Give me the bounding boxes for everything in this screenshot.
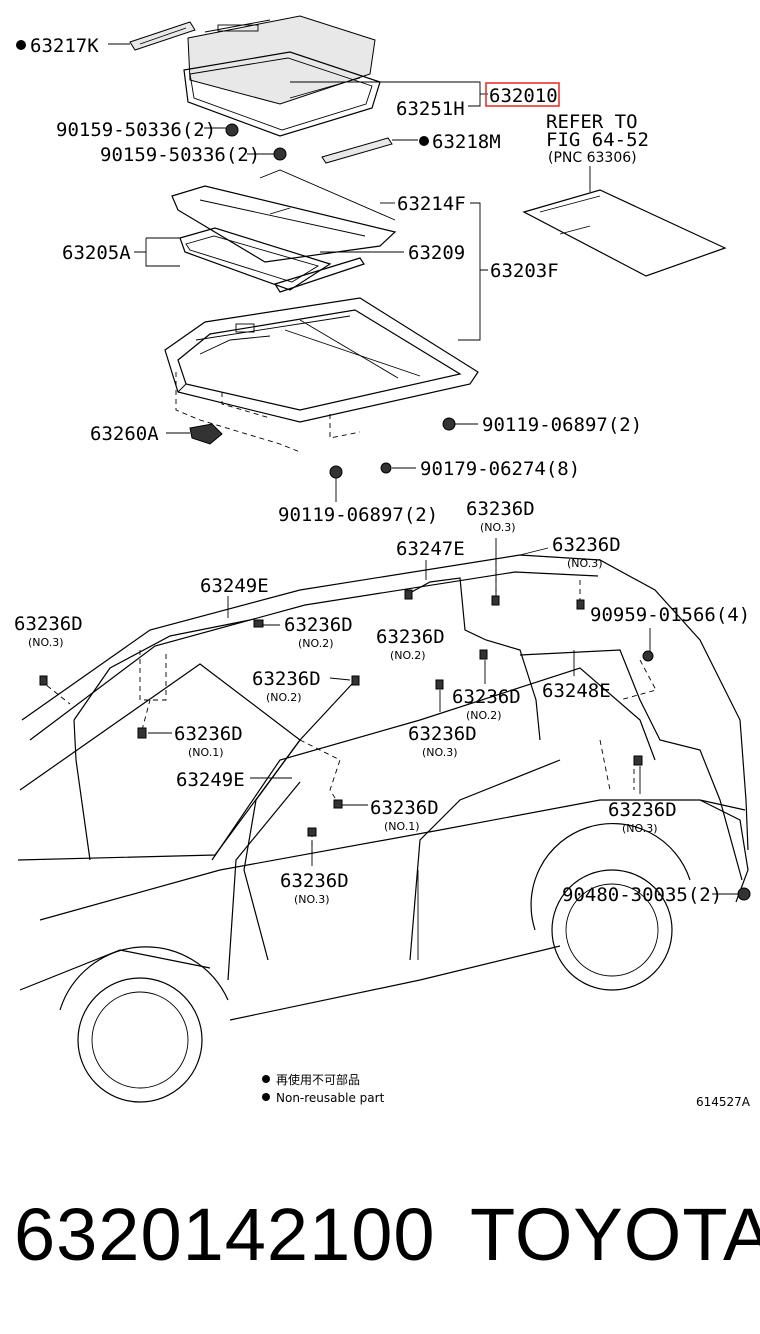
label-63217K: 63217K bbox=[30, 35, 99, 57]
legend-note-jp: 再使用不可部品 bbox=[276, 1072, 360, 1087]
sunroof-motor bbox=[189, 423, 223, 445]
vehicle-outline bbox=[17, 554, 749, 1103]
parts-diagram: 63217K 632010 63251H 90159-50336(2) 9015… bbox=[14, 15, 751, 1109]
front-deflector-strip bbox=[129, 21, 196, 51]
rail-assembly bbox=[274, 257, 365, 293]
label-63236D-topr: 63236D bbox=[552, 534, 621, 556]
bolt-icon-lower bbox=[329, 465, 343, 479]
label-90159-b: 90159-50336(2) bbox=[100, 144, 260, 166]
label-63247E: 63247E bbox=[396, 538, 465, 560]
label-632010: 632010 bbox=[489, 85, 558, 107]
label-63248E: 63248E bbox=[542, 680, 611, 702]
label-90179: 90179-06274(8) bbox=[420, 458, 580, 480]
brand-name: TOYOTA bbox=[470, 1193, 760, 1276]
drain-hose-front-right bbox=[243, 683, 353, 961]
label-63236D-h-sub: (NO.3) bbox=[294, 893, 330, 906]
label-63249E-mid: 63249E bbox=[176, 769, 245, 791]
label-63205A: 63205A bbox=[62, 242, 131, 264]
bolt-icon bbox=[442, 417, 456, 431]
label-90959: 90959-01566(4) bbox=[590, 604, 750, 626]
label-63260A: 63260A bbox=[90, 423, 159, 445]
drain-frame bbox=[179, 227, 332, 291]
roof-headliner-ref bbox=[522, 189, 727, 277]
footer: 6320142100 TOYOTA bbox=[0, 1190, 760, 1280]
drain-hose-rear-right bbox=[519, 649, 743, 881]
figure-id: 614527A bbox=[696, 1095, 751, 1109]
rear-trim-strip bbox=[321, 137, 393, 164]
non-reusable-dot bbox=[16, 40, 26, 50]
label-63236D-g-sub: (NO.1) bbox=[384, 820, 420, 833]
label-63218M: 63218M bbox=[432, 131, 501, 153]
label-63236D-top-sub: (NO.3) bbox=[480, 521, 516, 534]
label-90159-a: 90159-50336(2) bbox=[56, 119, 216, 141]
screw-icon bbox=[225, 123, 287, 161]
label-90119-a: 90119-06897(2) bbox=[482, 414, 642, 436]
label-63236D-c: 63236D bbox=[252, 668, 321, 690]
label-63236D-left-sub: (NO.3) bbox=[28, 636, 64, 649]
label-90480: 90480-30035(2) bbox=[562, 884, 722, 906]
sunshade-panel bbox=[171, 169, 397, 263]
label-63236D-no2a-sub: (NO.2) bbox=[298, 637, 334, 650]
label-fig: FIG 64-52 bbox=[546, 129, 649, 151]
label-63236D-i-sub: (NO.3) bbox=[622, 822, 658, 835]
label-63236D-c-sub: (NO.2) bbox=[266, 691, 302, 704]
non-reusable-dot bbox=[419, 136, 429, 146]
sunroof-glass-panel bbox=[187, 15, 376, 105]
nut-icon bbox=[380, 462, 392, 474]
label-63236D-i: 63236D bbox=[608, 799, 677, 821]
legend-dot bbox=[262, 1075, 270, 1083]
label-63236D-topr-sub: (NO.3) bbox=[567, 557, 603, 570]
label-63236D-d-sub: (NO.2) bbox=[466, 709, 502, 722]
label-63251H: 63251H bbox=[396, 98, 465, 120]
drain-hose-rear-left bbox=[407, 577, 541, 741]
label-pnc: (PNC 63306) bbox=[548, 150, 637, 166]
sunroof-housing bbox=[164, 297, 479, 423]
label-63236D-no2a: 63236D bbox=[284, 614, 353, 636]
legend-dot bbox=[262, 1093, 270, 1101]
label-63236D-e: 63236D bbox=[174, 723, 243, 745]
label-refer-to: REFER TO bbox=[546, 111, 638, 133]
label-63203F: 63203F bbox=[490, 260, 559, 282]
highlight-box bbox=[485, 82, 560, 107]
glass-weatherstrip bbox=[183, 51, 381, 137]
label-63236D-h: 63236D bbox=[280, 870, 349, 892]
label-63236D-d: 63236D bbox=[452, 686, 521, 708]
label-63236D-g: 63236D bbox=[370, 797, 439, 819]
legend-note-en: Non-reusable part bbox=[276, 1091, 385, 1105]
label-90119-b: 90119-06897(2) bbox=[278, 504, 438, 526]
label-63236D-left: 63236D bbox=[14, 613, 83, 635]
label-63236D-f: 63236D bbox=[408, 723, 477, 745]
clip-icon bbox=[39, 589, 751, 901]
label-63236D-f-sub: (NO.3) bbox=[422, 746, 458, 759]
label-63209: 63209 bbox=[408, 242, 465, 264]
label-63236D-e-sub: (NO.1) bbox=[188, 746, 224, 759]
label-63214F: 63214F bbox=[397, 193, 466, 215]
label-63236D-top: 63236D bbox=[466, 498, 535, 520]
label-63236D-mid-sub: (NO.2) bbox=[390, 649, 426, 662]
label-63249E-top: 63249E bbox=[200, 575, 269, 597]
label-63236D-mid: 63236D bbox=[376, 626, 445, 648]
part-number: 6320142100 bbox=[14, 1193, 436, 1276]
